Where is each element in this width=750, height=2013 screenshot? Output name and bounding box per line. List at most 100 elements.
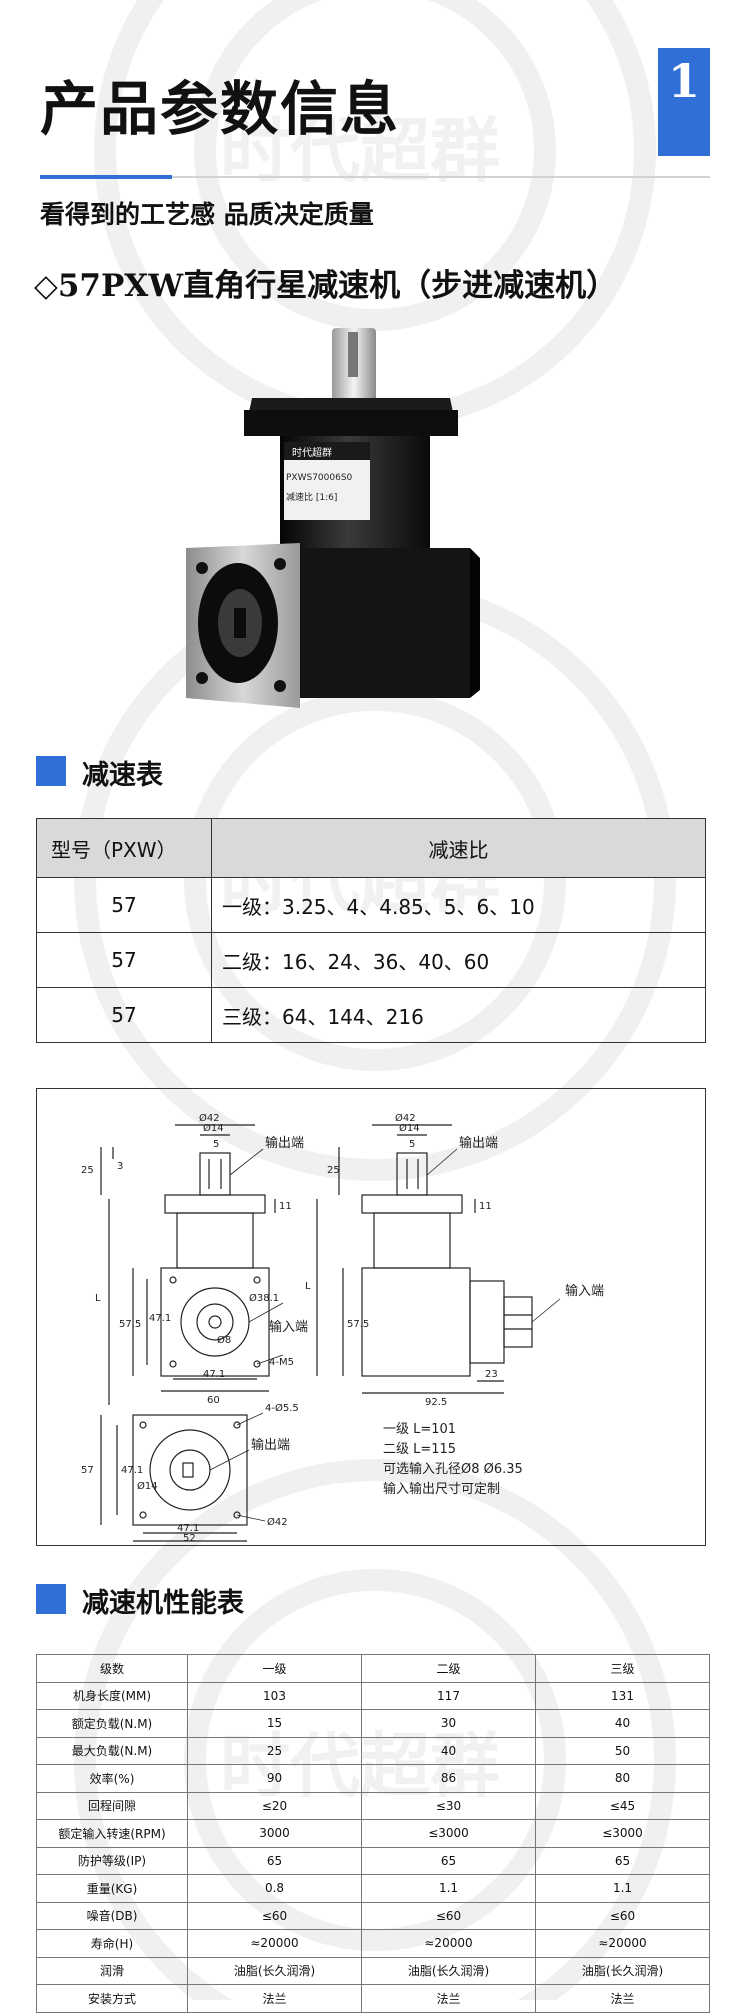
table-cell: 90 [187,1764,362,1793]
table-row: 回程间隙≤20≤30≤45 [36,1791,710,1820]
table-header-cell: 二级 [361,1654,536,1683]
drawing-note: 输入输出尺寸可定制 [383,1481,500,1497]
table-cell: 三级：64、144、216 [211,987,706,1043]
table-cell: 寿命(H) [36,1929,188,1958]
dim-d42-left: Ø42 [199,1112,220,1124]
table-cell: 机身长度(MM) [36,1681,188,1710]
section-heading-ratio: 减速表 [82,760,163,791]
dim-d8: Ø8 [217,1334,231,1346]
section-marker-ratio [36,756,66,786]
table-cell: 57 [36,932,212,988]
table-cell: ≈20000 [187,1929,362,1958]
dim-h25-right: 25 [327,1165,340,1176]
title-divider [40,176,710,178]
page-title: 产品参数信息 [40,75,401,143]
dim-d42-right: Ø42 [395,1112,416,1124]
table-cell: 油脂(长久润滑) [187,1956,362,1985]
dim-h471-left: 47.1 [149,1313,171,1324]
dim-d14-bottom: Ø14 [137,1480,158,1492]
page-subtitle: 看得到的工艺感 品质决定质量 [40,200,374,229]
table-cell: 效率(%) [36,1764,188,1793]
table-cell: 润滑 [36,1956,188,1985]
table-cell: 50 [535,1736,710,1765]
drawing-note: 可选输入孔径Ø8 Ø6.35 [383,1461,523,1477]
dim-w471-left: 47.1 [203,1369,225,1380]
table-cell: 回程间隙 [36,1791,188,1820]
dim-w52: 52 [183,1533,196,1544]
product-label-ratio: 减速比 [1:6] [286,491,337,503]
page-number-badge [658,48,710,156]
table-cell: ≤3000 [535,1819,710,1848]
product-label-model: PXWS70006S0 [286,473,353,483]
table-cell: ≤60 [361,1901,536,1930]
table-cell: 法兰 [535,1984,710,2013]
table-cell: 油脂(长久润滑) [535,1956,710,1985]
table-cell: 25 [187,1736,362,1765]
table-cell: 65 [361,1846,536,1875]
table-header-cell: 级数 [36,1654,188,1683]
table-header-cell: 一级 [187,1654,362,1683]
drawing-note: 二级 L=115 [383,1442,456,1457]
dim-d42-bottom: Ø42 [267,1516,288,1528]
product-image: 时代超群 PXWS70006S0 减速比 [1:6] [186,328,480,708]
table-cell: ≤3000 [361,1819,536,1848]
dim-m5: 4-M5 [269,1357,294,1368]
drawing-shaft-left [199,1152,231,1196]
dim-w925: 92.5 [425,1397,447,1408]
dim-h11-left: 11 [279,1201,292,1212]
dim-h575-left: 57.5 [119,1319,141,1330]
dim-w471-bottom: 47.1 [177,1523,199,1534]
dim-h575-right: 57.5 [347,1319,369,1330]
table-cell: 额定输入转速(RPM) [36,1819,188,1848]
product-label-brand: 时代超群 [292,446,332,459]
dim-d381: Ø38.1 [249,1292,279,1304]
table-row: 57 三级：64、144、216 [36,987,706,1043]
table-row: 安装方式法兰法兰法兰 [36,1984,710,2013]
label-input-left: 输入端 [269,1319,308,1335]
product-name: ◇57PXW直角行星减速机（步进减速机） [34,268,618,304]
table-cell: 65 [535,1846,710,1875]
table-cell: 0.8 [187,1874,362,1903]
table-cell: 3000 [187,1819,362,1848]
table-cell: 15 [187,1709,362,1738]
dim-m55: 4-Ø5.5 [265,1402,299,1414]
table-cell: 额定负载(N.M) [36,1709,188,1738]
dim-w5-right: 5 [409,1139,415,1150]
label-output-bottom: 输出端 [251,1437,290,1453]
table-cell: ≈20000 [535,1929,710,1958]
table-cell: 最大负载(N.M) [36,1736,188,1765]
table-cell: 40 [361,1736,536,1765]
dim-h471-bottom: 47.1 [121,1465,143,1476]
dimension-drawing: Ø42 Ø14 5 输出端 25 3 11 L 57.5 47.1 Ø38.1 … [81,1112,604,1544]
table-cell: 57 [36,877,212,933]
table-header-cell: 三级 [535,1654,710,1683]
table-header-row: 级数 一级 二级 三级 [36,1654,710,1683]
page-number: 1 [667,54,700,108]
table-cell: 二级：16、24、36、40、60 [211,932,706,988]
dim-L-left: L [95,1293,101,1304]
table-cell: ≤30 [361,1791,536,1820]
dim-h11-right: 11 [479,1201,492,1212]
dim-h57: 57 [81,1465,94,1476]
table-row: 噪音(DB)≤60≤60≤60 [36,1901,710,1930]
table-cell: ≈20000 [361,1929,536,1958]
table-cell: ≤60 [535,1901,710,1930]
table-cell: ≤45 [535,1791,710,1820]
table-row: 寿命(H)≈20000≈20000≈20000 [36,1929,710,1958]
table-cell: 131 [535,1681,710,1710]
table-cell: 57 [36,987,212,1043]
table-cell: 65 [187,1846,362,1875]
table-cell: 噪音(DB) [36,1901,188,1930]
table-cell: 防护等级(IP) [36,1846,188,1875]
table-cell: 40 [535,1709,710,1738]
table-cell: 86 [361,1764,536,1793]
table-row: 润滑油脂(长久润滑)油脂(长久润滑)油脂(长久润滑) [36,1956,710,1985]
dim-d14-left: Ø14 [203,1122,224,1134]
label-output-right: 输出端 [459,1135,498,1151]
table-cell: 80 [535,1764,710,1793]
